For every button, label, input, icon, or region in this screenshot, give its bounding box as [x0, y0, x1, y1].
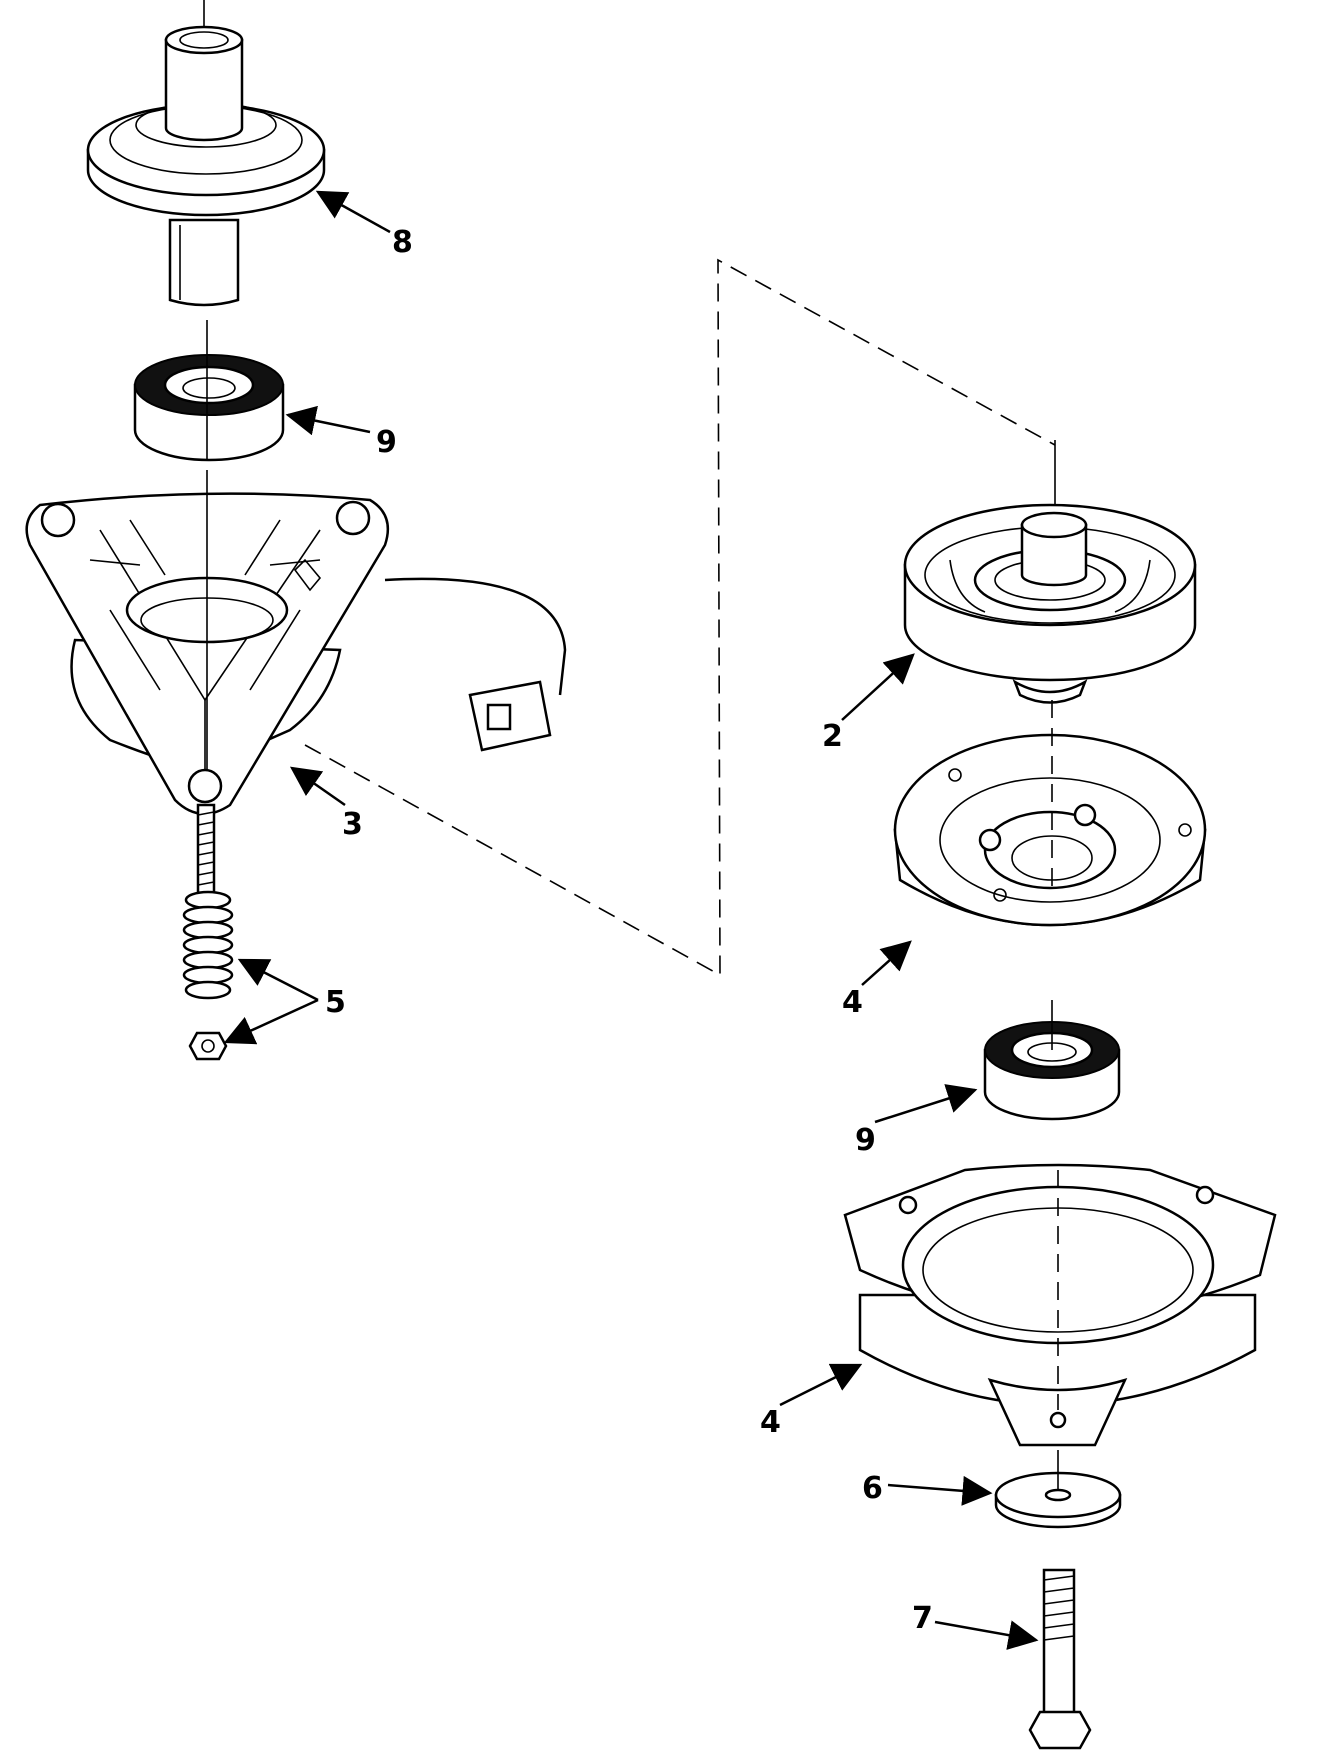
armature-plate-part	[893, 700, 1207, 927]
upper-bearing-part	[133, 320, 285, 462]
callout-9-upper: 9	[376, 425, 397, 460]
callout-8: 8	[392, 225, 413, 260]
assembly-connector-line	[304, 258, 1056, 977]
bracket-part	[25, 470, 567, 816]
callout-6: 6	[862, 1471, 883, 1506]
callout-2: 2	[822, 719, 843, 754]
lower-bearing-part	[983, 1000, 1121, 1121]
leader-arrows	[223, 190, 1039, 1650]
clutch-rotor-part	[903, 440, 1197, 704]
bolt-part	[1028, 1568, 1092, 1750]
callout-3: 3	[342, 807, 363, 842]
pulley-part	[86, 0, 326, 307]
callout-5: 5	[325, 985, 346, 1020]
callout-7: 7	[912, 1601, 933, 1636]
callout-9-lower: 9	[855, 1123, 876, 1158]
spring-nut-part	[182, 803, 234, 1061]
callout-4-lower: 4	[760, 1405, 781, 1440]
field-housing-part	[843, 1163, 1277, 1447]
callout-4-upper: 4	[842, 985, 863, 1020]
washer-part	[994, 1450, 1122, 1529]
